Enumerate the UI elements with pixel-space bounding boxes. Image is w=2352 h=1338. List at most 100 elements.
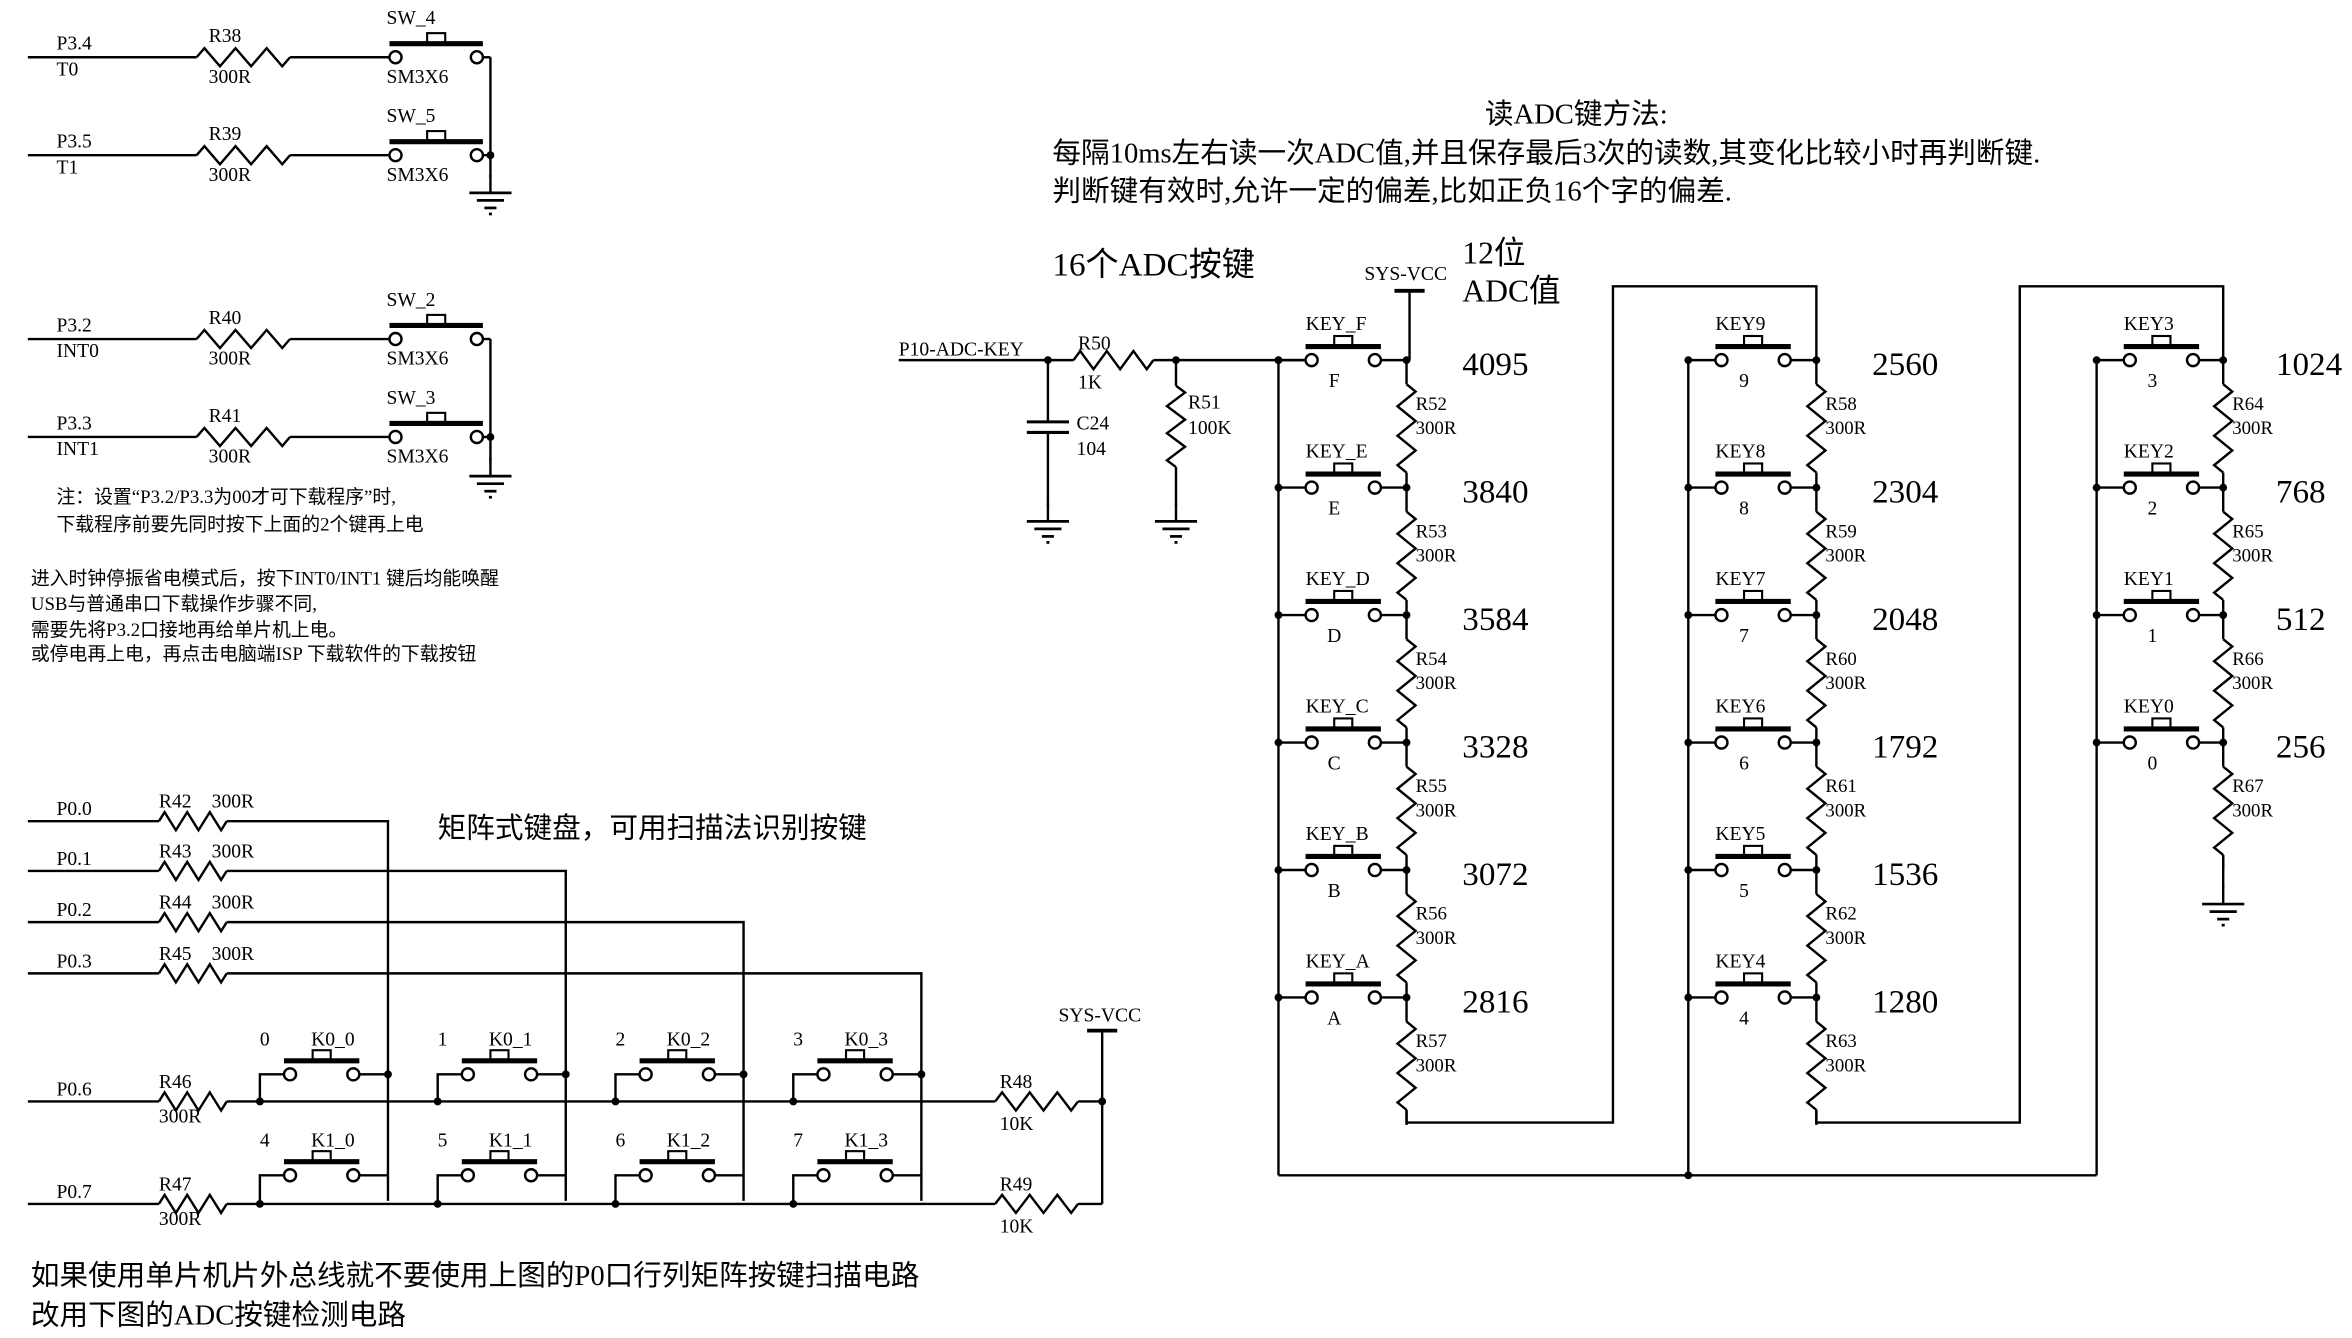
switch-contact <box>346 1067 361 1082</box>
switch-contact <box>1714 735 1729 750</box>
switch-contact <box>1304 352 1319 368</box>
switch-plunger <box>489 1150 510 1162</box>
switch-contact <box>1714 862 1729 878</box>
switch-contact <box>701 1067 717 1082</box>
switch-plunger <box>489 1049 510 1061</box>
resistor-r59 <box>1805 510 1828 601</box>
adc-value: 1792 <box>1872 729 1938 766</box>
port-label: P3.2 <box>56 315 91 336</box>
key-name: KEY4 <box>1715 951 1765 972</box>
resistor-r56 <box>1395 893 1418 984</box>
resistor-value: 10K <box>1000 1114 1034 1135</box>
junction-dot <box>384 1070 392 1079</box>
resistor-r62 <box>1805 893 1828 984</box>
wire <box>614 1174 640 1204</box>
switch-contact <box>469 147 485 163</box>
resistor-r54 <box>1395 638 1418 729</box>
switch-plunger <box>1742 717 1764 729</box>
switch-sw_2 <box>388 313 485 347</box>
resistor-name: R51 <box>1188 392 1221 413</box>
adc-key-d <box>1304 589 1383 623</box>
resistor-r63 <box>1805 1020 1828 1111</box>
port-label: P3.5 <box>56 132 92 153</box>
port-alt-label: INT1 <box>56 439 98 460</box>
resistor-name: R52 <box>1416 394 1447 415</box>
note-text: 注：设置“P3.2/P3.3为00才可下载程序”时, <box>56 486 395 508</box>
switch-plunger <box>1742 462 1764 474</box>
switch-contact <box>2185 607 2201 623</box>
switch-contact <box>469 331 485 347</box>
switch-name: SW_5 <box>386 106 435 127</box>
resistor <box>157 962 228 985</box>
adc-value: 256 <box>2276 729 2326 766</box>
port-alt-label: INT0 <box>56 341 99 362</box>
switch-plunger <box>426 313 447 326</box>
junction-dot <box>486 433 495 441</box>
resistor-name: R49 <box>1000 1174 1033 1195</box>
wire <box>614 1073 640 1102</box>
adc-key-1 <box>2122 589 2201 623</box>
switch-contact <box>1714 352 1729 368</box>
switch-contact <box>1367 352 1383 368</box>
switch-contact <box>460 1067 476 1082</box>
switch-contact <box>1304 862 1319 878</box>
junction-dot <box>1812 738 1821 747</box>
resistor-name: R59 <box>1825 521 1856 542</box>
matrix-title: 矩阵式键盘，可用扫描法识别按键 <box>438 813 867 845</box>
wire <box>436 1174 462 1204</box>
key-name: KEY3 <box>2124 314 2174 335</box>
adc-key-f <box>1304 334 1383 368</box>
resistor-r58 <box>1805 383 1828 474</box>
key-sub-label: 8 <box>1739 499 1749 520</box>
key-sub-label: 1 <box>2147 626 2157 647</box>
wire <box>1815 285 2225 1124</box>
adc-key-0 <box>2122 717 2201 750</box>
resistor-value: 300R <box>2232 673 2273 694</box>
switch-contact <box>1367 990 1383 1005</box>
switch-plunger <box>667 1150 688 1162</box>
switch-type: SM3X6 <box>386 349 448 370</box>
resistor-r60 <box>1805 638 1828 729</box>
resistor-value: 300R <box>212 944 255 965</box>
junction-dot <box>255 1097 264 1106</box>
key-name: KEY_C <box>1306 696 1369 717</box>
switch-plunger <box>1333 462 1354 474</box>
resistor-name: R63 <box>1825 1031 1856 1052</box>
resistor-r65 <box>2212 510 2235 601</box>
adc-value: 3840 <box>1462 474 1528 511</box>
port-label: P0.3 <box>56 951 92 972</box>
switch-contact <box>1714 990 1729 1005</box>
resistor-name: R44 <box>159 893 192 914</box>
resistor <box>195 426 291 448</box>
switch-contact <box>638 1067 653 1082</box>
resistor-name: R40 <box>209 308 242 329</box>
switch-plunger <box>311 1049 332 1061</box>
resistor-value: 300R <box>209 165 252 186</box>
key-name: KEY2 <box>2124 441 2174 462</box>
resistor <box>195 328 291 350</box>
switch-contact <box>638 1168 653 1183</box>
wire <box>226 920 745 1201</box>
resistor-name: R66 <box>2232 649 2263 670</box>
switch-contact <box>2122 607 2138 623</box>
matrix-key-k0_3 <box>816 1049 894 1082</box>
resistor-r67 <box>2212 765 2235 856</box>
resistor-value: 300R <box>1416 545 1457 566</box>
switch-plunger <box>1742 844 1764 856</box>
resistor-value: 300R <box>1416 418 1457 439</box>
switch-name: SW_2 <box>386 290 435 311</box>
junction-dot <box>1684 1171 1693 1180</box>
resistor <box>195 144 291 167</box>
junction-dot <box>1172 356 1180 365</box>
resistor-name: R64 <box>2232 394 2264 415</box>
resistor-value: 300R <box>2232 545 2273 566</box>
key-number: 5 <box>438 1131 448 1152</box>
resistor-name: R54 <box>1416 649 1448 670</box>
key-name: K1_1 <box>489 1131 533 1152</box>
resistor-value: 300R <box>1825 928 1866 949</box>
key-name: KEY5 <box>1715 824 1765 845</box>
adc-value: 1280 <box>1872 984 1938 1021</box>
adc-bits-label: 12位 <box>1462 236 1525 271</box>
adc-key-e <box>1304 462 1383 495</box>
